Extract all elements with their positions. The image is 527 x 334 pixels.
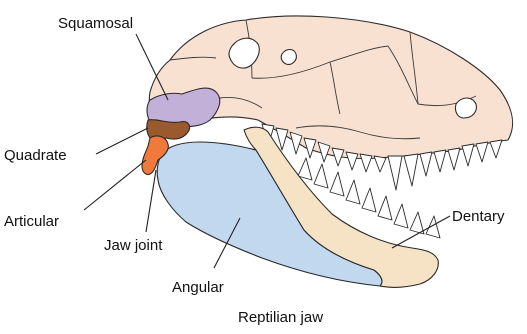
label-angular: Angular	[172, 279, 224, 296]
label-squamosal: Squamosal	[58, 15, 133, 32]
figure-caption: Reptilian jaw	[238, 309, 323, 326]
label-dentary: Dentary	[452, 208, 505, 225]
temporal-opening	[281, 50, 296, 65]
label-articular: Articular	[4, 213, 59, 230]
skull-cranium	[149, 16, 512, 159]
nasal-opening	[455, 98, 476, 118]
label-quadrate: Quadrate	[4, 147, 67, 164]
label-jaw-joint: Jaw joint	[104, 237, 163, 254]
